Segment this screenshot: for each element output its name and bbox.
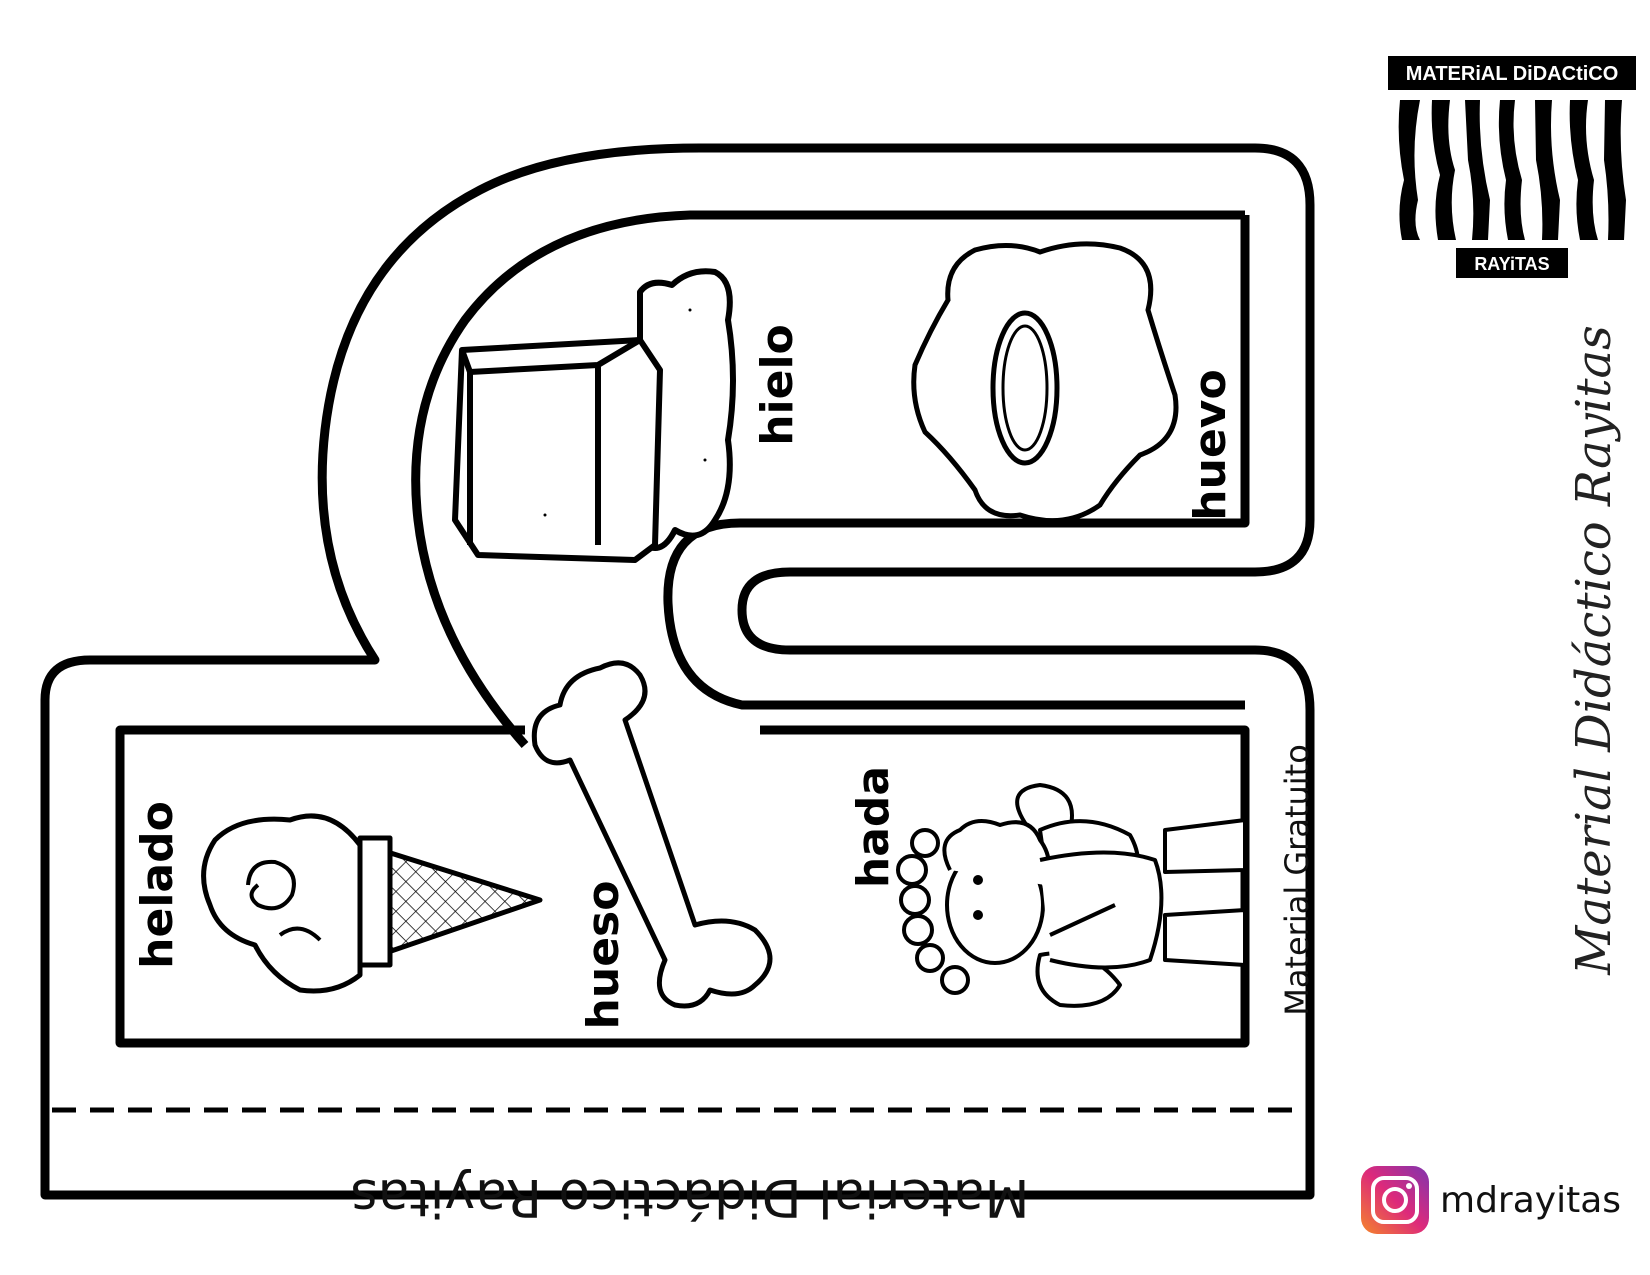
inner-side-caption: Material Gratuito (1278, 744, 1316, 1016)
word-huevo: huevo (1185, 369, 1236, 520)
egg-illustration (911, 241, 1179, 524)
upper-inner-curve (411, 210, 1245, 748)
vertical-watermark: Material Didáctico Rayitas (1566, 325, 1622, 976)
word-hueso: hueso (578, 881, 629, 1030)
fairy-illustration (896, 783, 1247, 1008)
rayitas-logo: MATERiAL DiDACtiCO RAYiTAS (1388, 56, 1636, 278)
word-helado: helado (132, 801, 183, 969)
upper-inner-frame (663, 215, 1250, 710)
bone-illustration (531, 660, 773, 1009)
instagram-badge[interactable]: mdrayitas (1361, 1166, 1621, 1234)
lower-inner-frame (115, 725, 1250, 1048)
logo-top-text: MATERiAL DiDACtiCO (1406, 63, 1619, 85)
ice-cube-illustration (452, 268, 736, 563)
word-hada: hada (848, 766, 899, 888)
logo-bottom-text: RAYiTAS (1474, 254, 1549, 274)
instagram-handle[interactable]: mdrayitas (1440, 1180, 1621, 1221)
word-hielo: hielo (752, 324, 803, 446)
zebra-stripes-icon (1398, 100, 1626, 240)
flap-caption: Material Didáctico Rayitas (351, 1167, 1030, 1227)
instagram-icon[interactable] (1361, 1166, 1429, 1234)
ice-cream-illustration (201, 813, 543, 994)
letter-h-outline (40, 143, 1315, 1200)
